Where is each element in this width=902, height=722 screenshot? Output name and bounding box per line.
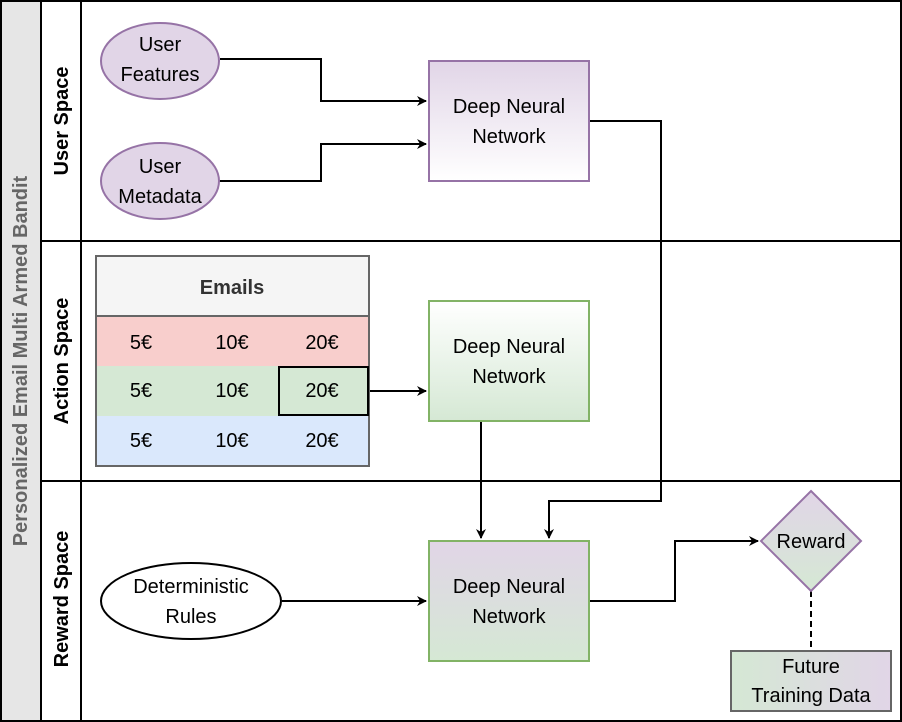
user-metadata-label-1: User xyxy=(139,156,182,178)
email-cell: 20€ xyxy=(305,380,338,402)
email-cell: 10€ xyxy=(215,332,248,354)
emails-row-blue[interactable] xyxy=(96,416,369,466)
emails-table: Emails 5€ 10€ 20€ 5€ 10€ 20€ 5€ 10€ 20€ xyxy=(95,255,370,467)
edge-user-dnn-to-reward-dnn xyxy=(544,120,662,539)
deterministic-rules-node[interactable] xyxy=(100,562,282,640)
emails-row-green[interactable] xyxy=(96,366,369,416)
action-dnn-node[interactable] xyxy=(428,300,590,422)
emails-table-header xyxy=(95,255,370,317)
user-dnn-label-1: Deep Neural xyxy=(453,96,565,118)
edge-dnn-to-reward xyxy=(590,536,759,602)
selected-email-cell[interactable] xyxy=(278,366,369,416)
email-cell: 5€ xyxy=(130,380,152,402)
action-dnn-label-1: Deep Neural xyxy=(453,336,565,358)
lane-reward xyxy=(40,480,902,722)
lane-title-action: Action Space xyxy=(51,298,73,425)
reward-node[interactable] xyxy=(759,489,863,593)
rules-label-2: Rules xyxy=(165,606,216,628)
training-label-1: Future xyxy=(782,656,840,678)
email-cell: 10€ xyxy=(215,430,248,452)
reward-dnn-label-2: Network xyxy=(472,606,546,628)
reward-dnn-node[interactable] xyxy=(428,540,590,662)
pool-title: Personalized Email Multi Armed Bandit xyxy=(10,175,32,546)
lane-title-reward: Reward Space xyxy=(51,531,73,668)
user-metadata-label-2: Metadata xyxy=(118,186,202,208)
lane-title-user: User Space xyxy=(51,67,73,176)
pool-header xyxy=(0,0,42,722)
user-dnn-label-2: Network xyxy=(472,126,546,148)
emails-table-title: Emails xyxy=(200,277,264,299)
reward-dnn-label-1: Deep Neural xyxy=(453,576,565,598)
email-cell: 5€ xyxy=(130,430,152,452)
edge-features-to-dnn xyxy=(220,58,427,106)
email-cell: 10€ xyxy=(215,380,248,402)
email-cell: 20€ xyxy=(305,430,338,452)
email-cell: 20€ xyxy=(305,332,338,354)
user-features-node[interactable] xyxy=(100,22,220,100)
rules-label-1: Deterministic xyxy=(133,576,249,598)
user-features-label-1: User xyxy=(139,34,182,56)
reward-label: Reward xyxy=(777,531,846,553)
future-training-data-node[interactable] xyxy=(730,650,892,712)
email-cell: 5€ xyxy=(130,332,152,354)
edge-metadata-to-dnn xyxy=(219,139,427,182)
user-dnn-node[interactable] xyxy=(428,60,590,182)
training-label-2: Training Data xyxy=(751,685,871,707)
action-dnn-label-2: Network xyxy=(472,366,546,388)
user-features-label-2: Features xyxy=(121,64,200,86)
emails-row-red[interactable] xyxy=(96,316,369,366)
user-metadata-node[interactable] xyxy=(100,142,220,220)
